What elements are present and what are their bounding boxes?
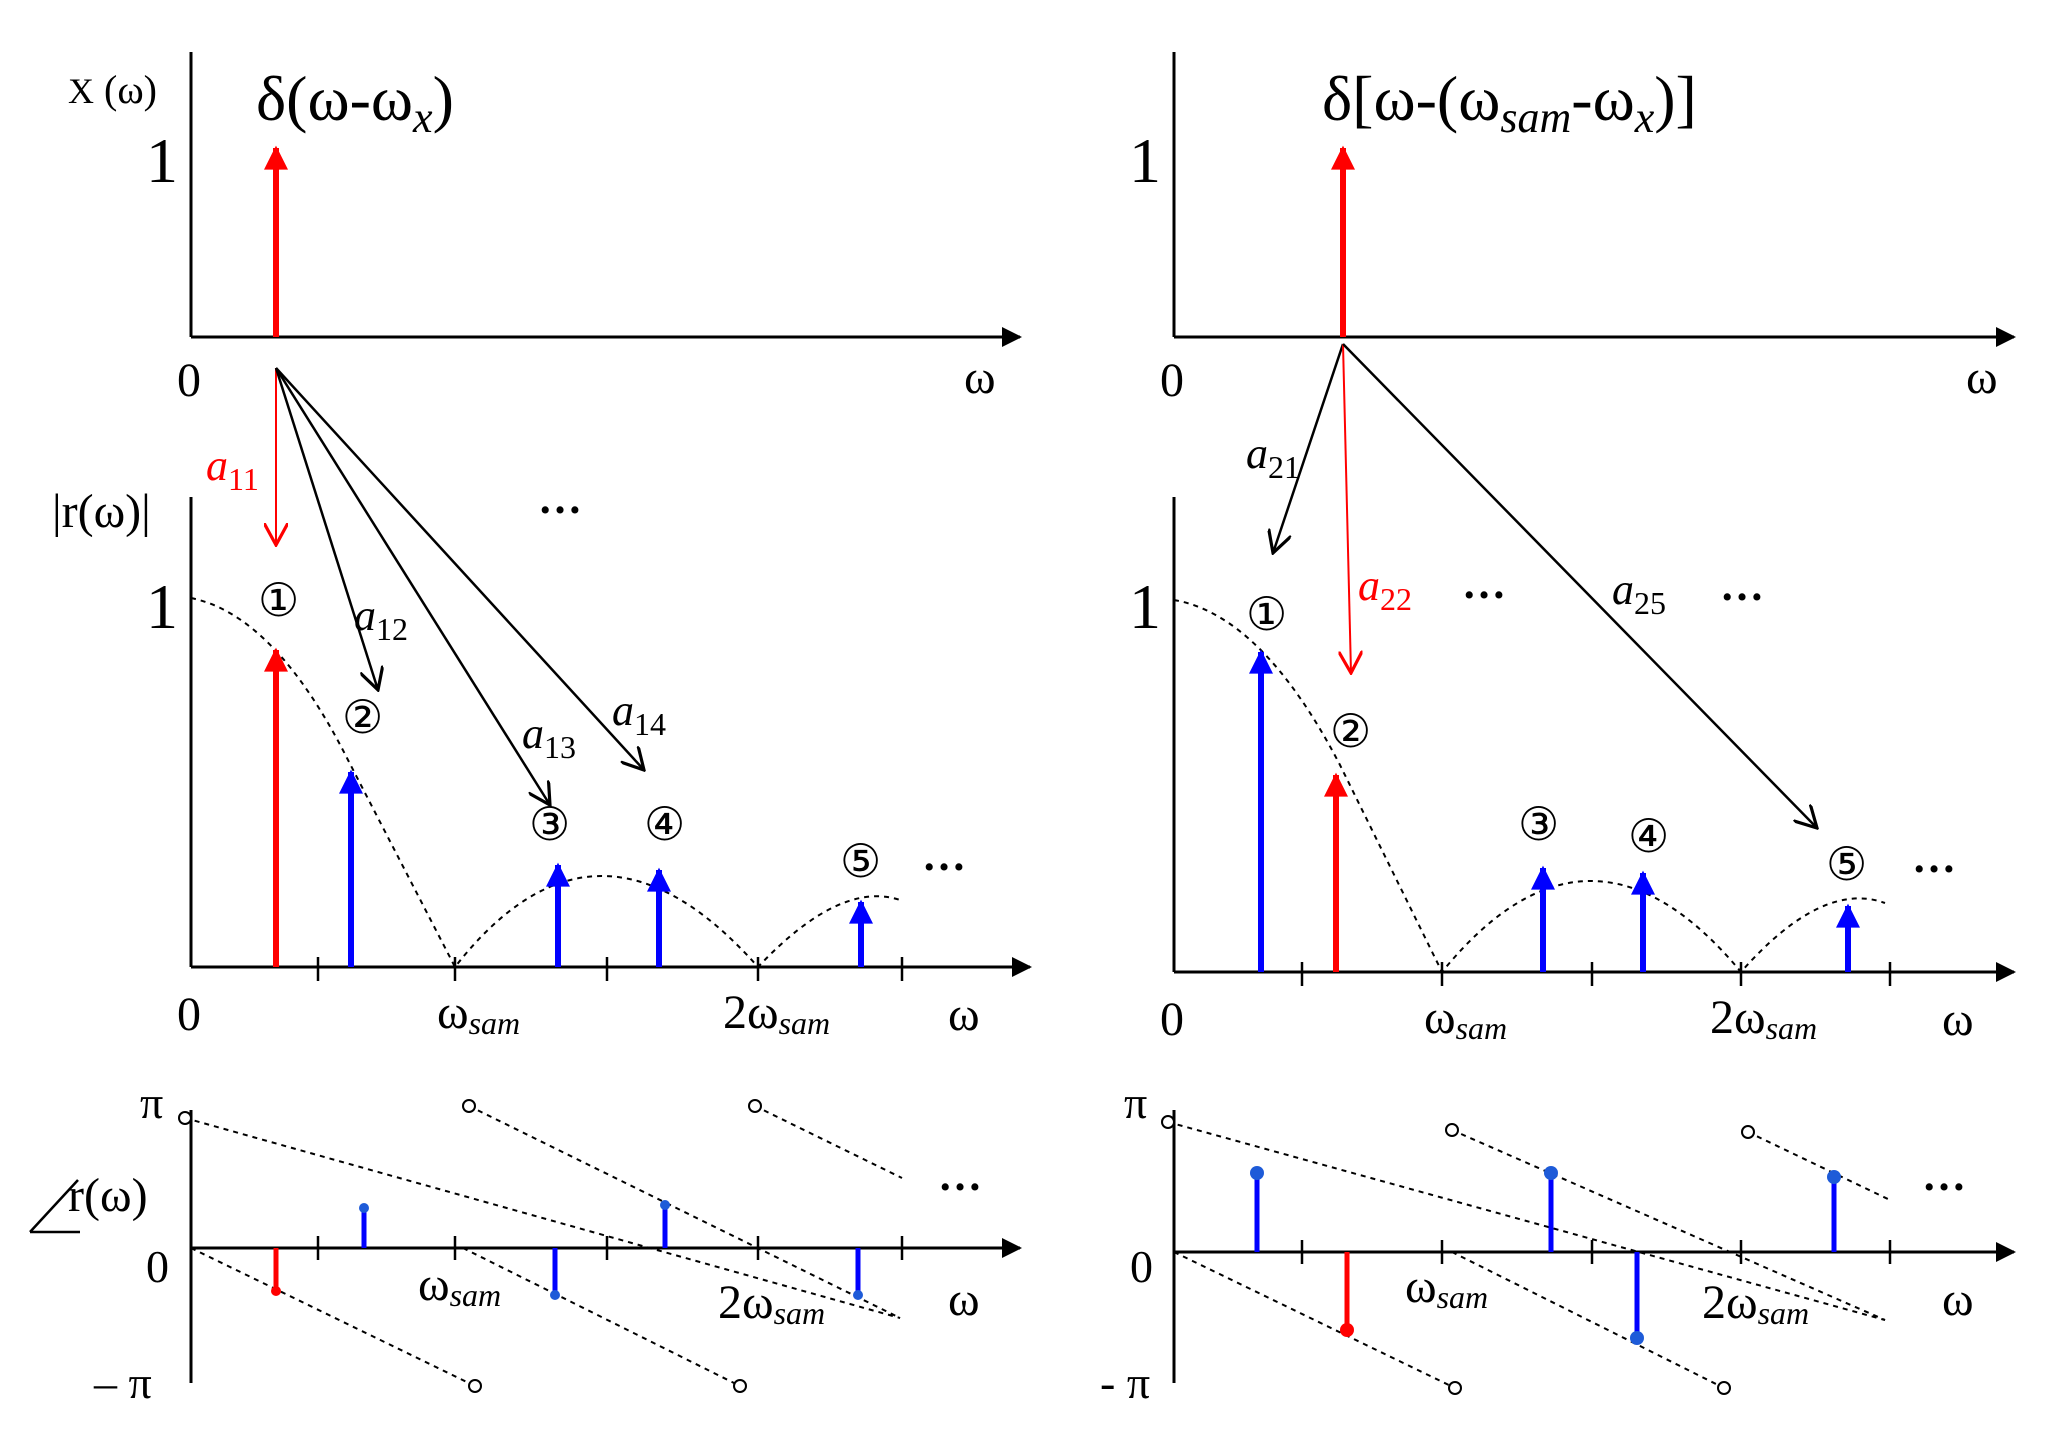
left-top-origin: 0 bbox=[177, 354, 201, 407]
coeff-a13: a13 bbox=[522, 709, 576, 765]
left-top-title: δ(ω-ωx) bbox=[256, 63, 454, 142]
left-mag-xlabel: ω bbox=[948, 988, 980, 1041]
right-mag-ticks bbox=[1300, 962, 1892, 986]
left-top-ylabel-main: X bbox=[68, 71, 94, 111]
right-phase-stems bbox=[1250, 1166, 1841, 1345]
left-top-xlabel: ω bbox=[964, 351, 996, 404]
right-top-panel: δ[ω-(ωsam-ωx)] 1 0 ω bbox=[1129, 52, 2016, 407]
right-mag-sinc-envelope bbox=[1173, 599, 1886, 974]
arrow-a12 bbox=[274, 367, 378, 690]
left-circled-5: ⑤ bbox=[840, 836, 881, 887]
left-phase-open-dots bbox=[178, 1099, 762, 1393]
left-circled-3: ③ bbox=[529, 799, 570, 850]
left-phase-stems bbox=[271, 1200, 863, 1300]
right-top-origin: 0 bbox=[1160, 354, 1184, 407]
left-phase-xtick-2wsam: 2ωsam bbox=[718, 1276, 825, 1331]
right-phase-ticks bbox=[1300, 1240, 1892, 1264]
right-top-xlabel: ω bbox=[1966, 351, 1998, 404]
arrow-a14 bbox=[275, 367, 644, 770]
left-coefficient-arrows: a11 a12 a13 a14 bbox=[206, 367, 666, 805]
right-phase-ellipsis: … bbox=[1922, 1151, 1966, 1200]
left-top-panel: X (ω) δ(ω-ωx) 1 0 ω bbox=[68, 52, 1022, 407]
left-phase-ylabel: r(ω) bbox=[68, 1169, 148, 1222]
coeff-a14: a14 bbox=[612, 686, 666, 742]
left-phase-angle-symbol bbox=[29, 1179, 80, 1234]
right-magnitude-panel: 1 0 ω ωsam 2ωsam ① ② ③ ④ ⑤ … … … bbox=[1129, 497, 2016, 1046]
left-mag-sinc-envelope bbox=[190, 597, 901, 969]
right-phase-xtick-wsam: ωsam bbox=[1405, 1260, 1488, 1315]
right-circled-5: ⑤ bbox=[1826, 839, 1867, 890]
right-phase-ytick-pi: π bbox=[1124, 1077, 1147, 1128]
right-top-title: δ[ω-(ωsam-ωx)] bbox=[1322, 63, 1697, 142]
right-phase-ytick-neg-pi: - π bbox=[1100, 1357, 1150, 1408]
coeff-a25: a25 bbox=[1612, 565, 1666, 621]
left-circled-4: ④ bbox=[644, 799, 685, 850]
right-phase-ytick-zero: 0 bbox=[1130, 1241, 1153, 1292]
coeff-a11: a11 bbox=[206, 441, 259, 497]
left-phase-xtick-wsam: ωsam bbox=[418, 1258, 501, 1313]
left-phase-ellipsis: … bbox=[938, 1151, 982, 1200]
arrow-a21 bbox=[1273, 343, 1345, 553]
coeff-a22: a22 bbox=[1358, 561, 1412, 617]
left-mag-ellipsis-top: … bbox=[538, 474, 582, 523]
left-mag-origin: 0 bbox=[177, 988, 201, 1041]
right-phase-panel: π 0 - π ωsam 2ωsam ω … bbox=[1100, 1077, 2016, 1408]
right-mag-xlabel: ω bbox=[1942, 993, 1974, 1046]
left-phase-ytick-zero: 0 bbox=[146, 1241, 169, 1292]
arrow-a25 bbox=[1342, 343, 1817, 828]
right-phase-xlabel: ω bbox=[1942, 1273, 1974, 1326]
right-coefficient-arrows: a21 a22 a25 bbox=[1246, 343, 1817, 828]
right-mag-ellipsis-right: … bbox=[1912, 833, 1956, 882]
right-circled-4: ④ bbox=[1628, 811, 1669, 862]
right-mag-ellipsis-a: … bbox=[1462, 559, 1506, 608]
left-circled-2: ② bbox=[342, 692, 383, 743]
left-top-ytick-1: 1 bbox=[146, 125, 178, 196]
right-circled-3: ③ bbox=[1518, 799, 1559, 850]
right-mag-ellipsis-b: … bbox=[1720, 561, 1764, 610]
right-phase-sawtooth bbox=[1167, 1121, 1891, 1389]
left-phase-ytick-pi: π bbox=[140, 1077, 163, 1128]
right-phase-open-dots bbox=[1161, 1115, 1755, 1395]
left-mag-xtick-2wsam: 2ωsam bbox=[723, 986, 830, 1041]
left-mag-xtick-wsam: ωsam bbox=[437, 986, 520, 1041]
right-top-ytick-1: 1 bbox=[1129, 125, 1161, 196]
right-mag-origin: 0 bbox=[1160, 993, 1184, 1046]
left-phase-panel: π 0 – π r(ω) ωsam 2ωsam ω … bbox=[29, 1077, 1022, 1408]
left-phase-ticks bbox=[316, 1236, 904, 1260]
left-magnitude-panel: |r(ω)| … 1 0 ω ωsam 2ωsam ① ② ③ ④ ⑤ … bbox=[52, 474, 1032, 1041]
left-phase-ytick-neg-pi: – π bbox=[93, 1357, 152, 1408]
right-circled-1: ① bbox=[1246, 589, 1287, 640]
right-mag-xtick-2wsam: 2ωsam bbox=[1710, 991, 1817, 1046]
right-circled-2: ② bbox=[1330, 706, 1371, 757]
right-mag-xtick-wsam: ωsam bbox=[1424, 991, 1507, 1046]
arrow-a13 bbox=[274, 367, 550, 805]
coeff-a21: a21 bbox=[1246, 429, 1300, 485]
left-mag-ytick-1: 1 bbox=[146, 571, 178, 642]
arrow-a22 bbox=[1343, 343, 1351, 673]
left-mag-ellipsis-right: … bbox=[922, 831, 966, 880]
left-top-ylabel-arg: (ω) bbox=[104, 67, 157, 112]
left-mag-ylabel: |r(ω)| bbox=[52, 485, 151, 538]
left-circled-1: ① bbox=[258, 575, 299, 626]
coeff-a12: a12 bbox=[354, 591, 408, 647]
left-phase-xlabel: ω bbox=[948, 1273, 980, 1326]
left-phase-sawtooth bbox=[184, 1105, 903, 1387]
left-mag-ticks bbox=[316, 957, 904, 981]
right-phase-xtick-2wsam: 2ωsam bbox=[1702, 1276, 1809, 1331]
right-mag-ytick-1: 1 bbox=[1129, 571, 1161, 642]
